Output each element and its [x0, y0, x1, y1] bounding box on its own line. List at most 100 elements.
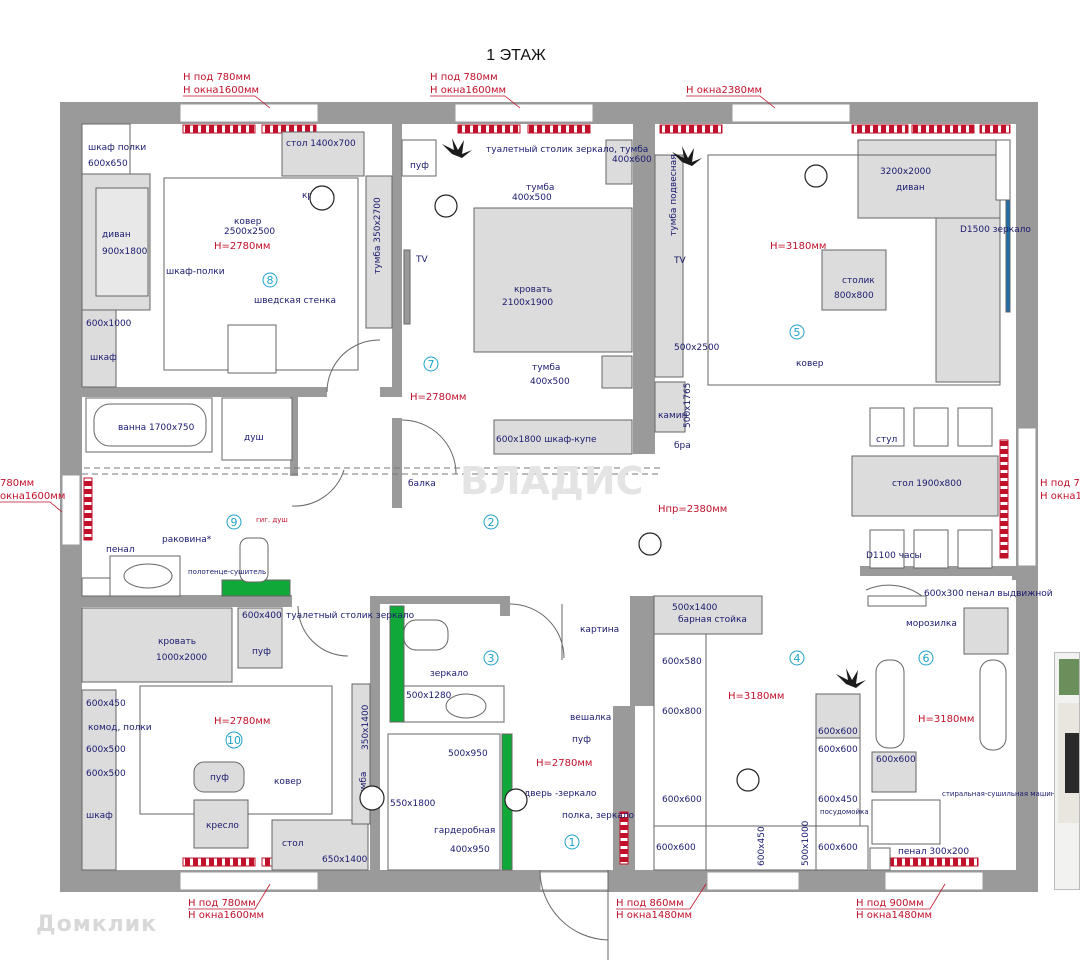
svg-text:TV: TV [673, 256, 686, 266]
svg-text:600x650: 600x650 [88, 159, 128, 169]
svg-text:500x1280: 500x1280 [406, 691, 452, 701]
window-labels: H под 780мм H окна1600мм H под 780мм H о… [0, 72, 1080, 921]
svg-text:картина: картина [580, 625, 619, 635]
svg-text:гиг. душ: гиг. душ [256, 516, 288, 524]
svg-text:стол 1900x800: стол 1900x800 [892, 479, 962, 489]
svg-text:600x500: 600x500 [86, 745, 126, 755]
svg-text:600x600: 600x600 [876, 755, 916, 765]
svg-text:550x1800: 550x1800 [390, 799, 436, 809]
svg-text:пуф: пуф [252, 647, 271, 657]
center-watermark: ВЛАДИС [460, 459, 643, 503]
room-number-7: 7 [423, 356, 439, 372]
svg-text:комод, полки: комод, полки [88, 723, 152, 733]
svg-text:600x600: 600x600 [818, 727, 858, 737]
svg-text:2100x1900: 2100x1900 [502, 298, 553, 308]
svg-text:500x1000: 500x1000 [801, 820, 811, 866]
svg-text:полка, зеркало: полка, зеркало [562, 811, 635, 821]
room-10-furniture [81, 607, 371, 871]
svg-text:раковина*: раковина* [162, 535, 212, 545]
svg-text:посудомойка: посудомойка [820, 808, 869, 816]
svg-text:600x450: 600x450 [757, 826, 767, 866]
svg-text:D1100 часы: D1100 часы [866, 551, 922, 561]
svg-text:H=2780мм: H=2780мм [214, 241, 270, 252]
room-number-10: 10 [225, 731, 243, 749]
svg-text:тумба: тумба [526, 183, 554, 193]
door-swings [291, 339, 923, 960]
svg-text:шкаф полки: шкаф полки [88, 143, 146, 153]
svg-text:H=2780мм: H=2780мм [214, 716, 270, 727]
svg-text:6: 6 [923, 652, 930, 665]
svg-text:пенал 300x200: пенал 300x200 [898, 847, 969, 857]
room-number-1: 1 [564, 834, 580, 850]
svg-text:9: 9 [231, 516, 238, 529]
svg-text:ковер: ковер [274, 777, 302, 787]
room-8-furniture [81, 123, 393, 388]
svg-text:диван: диван [102, 230, 131, 240]
svg-text:4: 4 [794, 652, 801, 665]
svg-text:пуф: пуф [572, 735, 591, 745]
svg-text:тумба: тумба [532, 363, 560, 373]
svg-text:стол: стол [282, 839, 303, 849]
room-5-furniture [654, 139, 1011, 569]
svg-text:ковер: ковер [234, 217, 262, 227]
svg-text:стиральная-сушильная машина: стиральная-сушильная машина [942, 790, 1060, 798]
window-label: H окна1480мм [616, 910, 692, 921]
page-title: 1 ЭТАЖ [486, 47, 546, 64]
svg-text:400x600: 400x600 [612, 155, 652, 165]
window-label: H под 860мм [616, 898, 684, 909]
svg-text:500x1765: 500x1765 [683, 383, 693, 428]
svg-text:шкаф: шкаф [90, 353, 117, 363]
svg-text:600x600: 600x600 [656, 843, 696, 853]
svg-text:400x500: 400x500 [512, 193, 552, 203]
svg-text:вешалка: вешалка [570, 713, 611, 723]
svg-text:900x1800: 900x1800 [102, 247, 148, 257]
svg-text:H=3180мм: H=3180мм [728, 691, 784, 702]
svg-text:350x1400: 350x1400 [361, 704, 371, 750]
svg-text:зеркало: зеркало [430, 669, 469, 679]
svg-text:тумба 350x2700: тумба 350x2700 [373, 197, 383, 274]
ceiling-heights: H=2780мм H=2780мм H=3180мм Hпр=2380мм H=… [214, 241, 974, 769]
room-7-furniture [401, 139, 633, 455]
windows [61, 103, 1037, 891]
photo-fireplace [1065, 733, 1079, 793]
interior-photo-thumbnail [1054, 652, 1080, 890]
room-numbers: 8 7 5 9 2 3 4 6 10 1 [225, 272, 934, 850]
svg-text:2: 2 [488, 516, 495, 529]
svg-text:бра: бра [674, 441, 691, 451]
svg-text:2500x2500: 2500x2500 [224, 227, 275, 237]
beam-lines [82, 467, 660, 475]
svg-text:полотенце-сушитель: полотенце-сушитель [188, 568, 266, 576]
svg-text:1000x2000: 1000x2000 [156, 653, 207, 663]
svg-text:600x800: 600x800 [662, 707, 702, 717]
svg-text:500x1400: 500x1400 [672, 603, 718, 613]
svg-text:600x1800 шкаф-купе: 600x1800 шкаф-купе [496, 435, 597, 445]
svg-text:5: 5 [794, 326, 801, 339]
svg-text:шкаф: шкаф [86, 811, 113, 821]
svg-text:1: 1 [569, 836, 576, 849]
plant-icons [442, 138, 866, 688]
svg-text:600x600: 600x600 [818, 745, 858, 755]
window-label: H окна1600мм [430, 85, 506, 96]
svg-text:TV: TV [415, 255, 428, 265]
svg-text:H=2780мм: H=2780мм [410, 392, 466, 403]
svg-text:10: 10 [227, 734, 241, 747]
svg-text:800x800: 800x800 [834, 291, 874, 301]
svg-text:600x1000: 600x1000 [86, 319, 132, 329]
svg-text:3: 3 [488, 652, 495, 665]
svg-text:шведская стенка: шведская стенка [254, 296, 336, 306]
room-number-4: 4 [789, 650, 805, 666]
svg-text:пенал выдвижной: пенал выдвижной [966, 589, 1053, 599]
svg-text:H=2780мм: H=2780мм [536, 758, 592, 769]
svg-text:стол 1400x700: стол 1400x700 [286, 139, 356, 149]
room-number-9: 9 [226, 514, 242, 530]
svg-text:пуф: пуф [410, 161, 429, 171]
svg-text:стул: стул [876, 435, 897, 445]
kitchen-furniture [653, 595, 1009, 871]
svg-text:дверь -зеркало: дверь -зеркало [524, 789, 597, 799]
svg-text:туалетный столик зеркало, тумб: туалетный столик зеркало, тумба [486, 145, 648, 155]
svg-text:тумба: тумба [359, 772, 369, 800]
svg-text:шкаф-полки: шкаф-полки [166, 267, 225, 277]
leader-lines [0, 95, 946, 910]
window-label: H окна1600мм [188, 910, 264, 921]
svg-text:500x950: 500x950 [448, 749, 488, 759]
